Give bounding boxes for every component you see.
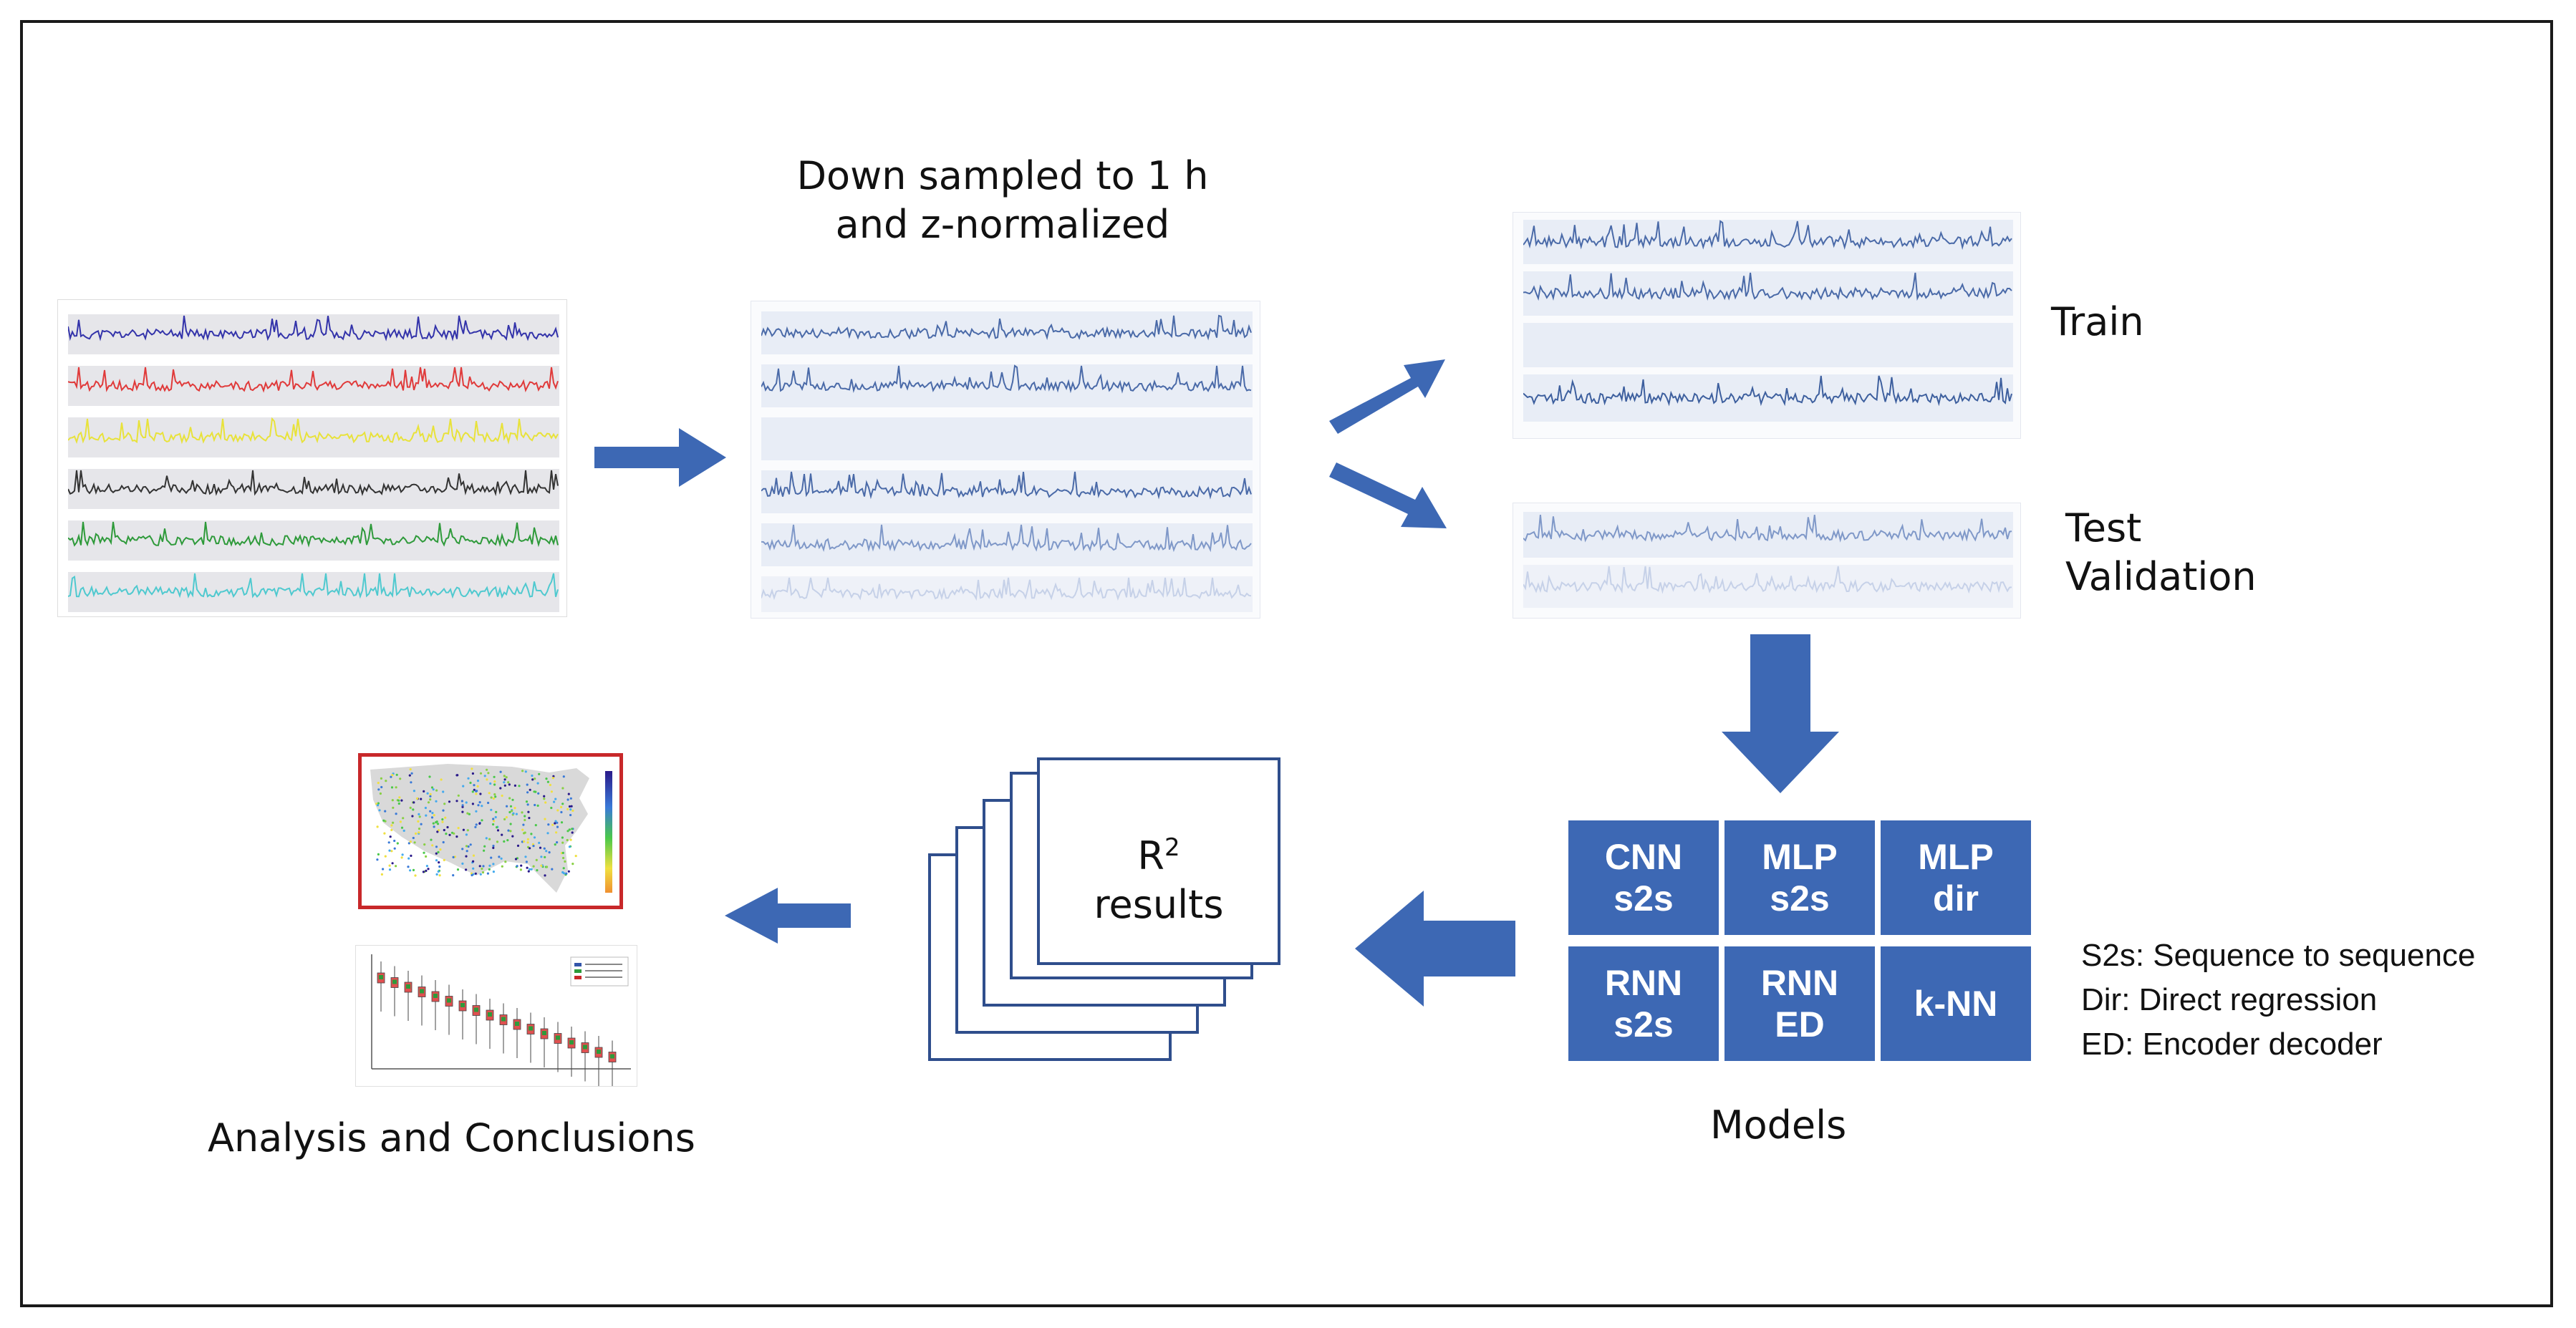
norm-series-strip xyxy=(761,311,1253,354)
arrow-left-small-icon xyxy=(725,888,851,944)
arrow-up-right-icon xyxy=(1329,359,1445,434)
arrow-down-icon xyxy=(1722,634,1839,793)
results-word: results xyxy=(1094,882,1224,927)
norm-series-strip xyxy=(761,364,1253,407)
results-card-label: R2 results xyxy=(1040,823,1278,929)
train-timeseries-panel xyxy=(1513,212,2021,439)
model-box-knn: k-NN xyxy=(1881,946,2031,1061)
downsample-label: Down sampled to 1 h and z-normalized xyxy=(745,152,1260,249)
train-label: Train xyxy=(2051,299,2144,344)
train-series-strip xyxy=(1523,374,2013,422)
validation-label: Validation xyxy=(2065,554,2257,599)
norm-series-strip xyxy=(761,576,1253,612)
validation-series-strip xyxy=(1523,565,2013,608)
boxplot-thumbnail xyxy=(355,945,637,1091)
raw-series-strip xyxy=(67,520,559,561)
arrow-right-icon xyxy=(594,428,726,487)
results-card-front: R2 results xyxy=(1037,757,1280,965)
norm-series-strip xyxy=(761,523,1253,566)
downsample-label-line2: and z-normalized xyxy=(835,202,1170,247)
legend-ed: ED: Encoder decoder xyxy=(2081,1027,2383,1062)
arrow-down-right-icon xyxy=(1329,462,1447,528)
norm-series-strip xyxy=(761,470,1253,513)
models-label: Models xyxy=(1710,1102,1847,1148)
us-map-image xyxy=(370,764,612,893)
raw-series-strip xyxy=(67,572,559,612)
analysis-label: Analysis and Conclusions xyxy=(208,1115,695,1160)
legend-s2s: S2s: Sequence to sequence xyxy=(2081,938,2476,973)
train-series-strip xyxy=(1523,220,2013,264)
diagram-frame xyxy=(20,20,2553,1307)
train-series-strip-empty xyxy=(1523,323,2013,367)
test-label: Test xyxy=(2065,505,2142,551)
raw-series-strip xyxy=(67,469,559,509)
downsample-label-line1: Down sampled to 1 h xyxy=(796,153,1209,198)
raw-series-strip xyxy=(67,417,559,457)
boxplot-image xyxy=(371,954,631,1091)
arrow-left-icon xyxy=(1355,891,1515,1007)
normalized-timeseries-panel xyxy=(751,301,1260,619)
abbreviation-legend: S2s: Sequence to sequence Dir: Direct re… xyxy=(2081,934,2475,1067)
raw-timeseries-panel xyxy=(57,299,567,617)
raw-series-strip xyxy=(67,314,559,354)
test-series-strip xyxy=(1523,512,2013,558)
us-map-thumbnail xyxy=(358,753,623,909)
legend-dir: Dir: Direct regression xyxy=(2081,982,2378,1017)
results-r-squared: R2 xyxy=(1137,833,1180,878)
raw-series-strip xyxy=(67,366,559,406)
train-series-strip xyxy=(1523,271,2013,316)
norm-series-strip-empty xyxy=(761,417,1253,460)
test-validation-label: Test Validation xyxy=(2065,504,2257,601)
test-validation-timeseries-panel xyxy=(1513,503,2021,619)
